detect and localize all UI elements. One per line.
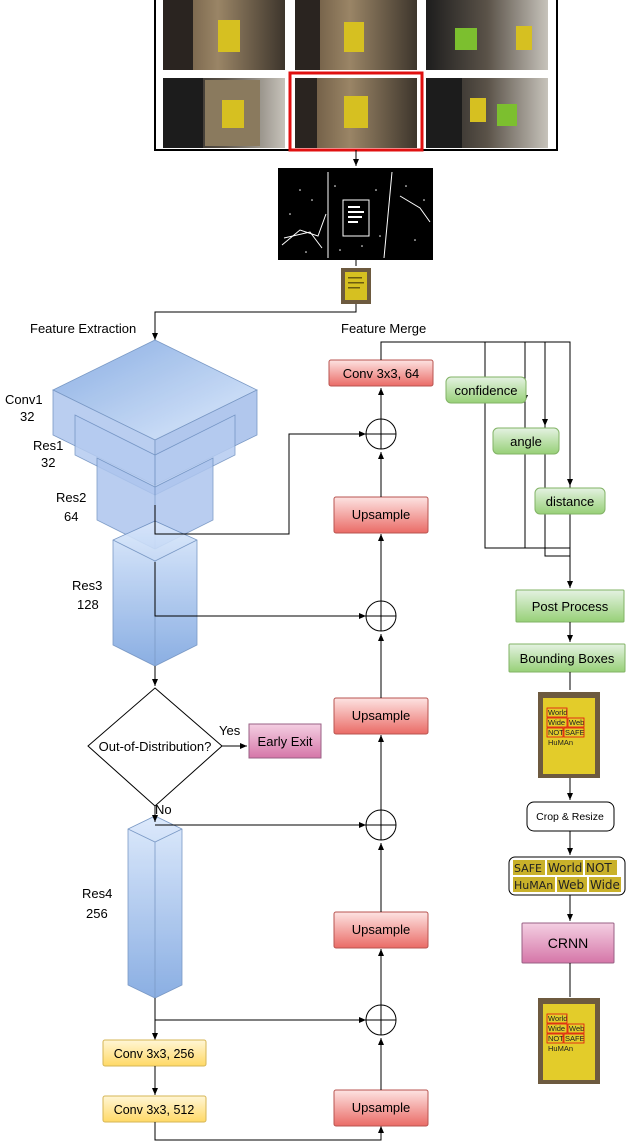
crop-resize-label: Crop & Resize bbox=[536, 811, 604, 823]
poster-word-wide: Wide bbox=[548, 718, 565, 727]
frame-2-3 bbox=[426, 78, 548, 148]
crnn-box bbox=[521, 922, 615, 964]
early-exit-box bbox=[248, 723, 322, 759]
arrow-conv512-to-upsample bbox=[154, 1122, 384, 1141]
yes-label: Yes bbox=[219, 723, 241, 738]
res4-label: Res4 bbox=[82, 886, 112, 901]
upsample-label-3: Upsample bbox=[352, 922, 411, 937]
res2-label: Res2 bbox=[56, 490, 86, 505]
cropped-poster-thumbnail bbox=[341, 268, 371, 304]
confidence-label: confidence bbox=[455, 383, 518, 398]
angle-label: angle bbox=[510, 434, 542, 449]
result-word-web: Web bbox=[569, 1024, 584, 1033]
no-label: No bbox=[155, 802, 172, 817]
result-word-safe: SAFE bbox=[565, 1034, 585, 1043]
conv1-label: Conv1 bbox=[5, 392, 43, 407]
bounding-boxes-label: Bounding Boxes bbox=[520, 651, 615, 666]
poster-word-not: NOT bbox=[548, 728, 564, 737]
upsample-label-4: Upsample bbox=[352, 1100, 411, 1115]
conv512-label: Conv 3x3, 512 bbox=[114, 1103, 195, 1117]
result-word-not: NOT bbox=[548, 1034, 564, 1043]
frame-1-3 bbox=[426, 0, 548, 70]
cropped-word-images: SAFE World NOT HuMAn Web Wide bbox=[508, 856, 626, 896]
result-word-human: HuMAn bbox=[548, 1044, 573, 1053]
crop-word-world: World bbox=[548, 861, 582, 875]
frame-1-1 bbox=[163, 0, 285, 70]
skip-res2 bbox=[154, 431, 366, 535]
angle-box bbox=[492, 427, 560, 455]
conv1-channels: 32 bbox=[20, 409, 34, 424]
feature-merge-title: Feature Merge bbox=[341, 321, 426, 336]
edge-map-image bbox=[278, 168, 433, 260]
poster-word-web: Web bbox=[569, 718, 584, 727]
recognized-poster-image: World Wide Web NOT SAFE HuMAn bbox=[538, 998, 600, 1084]
frame-1-2 bbox=[295, 0, 417, 70]
result-word-world: World bbox=[548, 1014, 567, 1023]
res3-label: Res3 bbox=[72, 578, 102, 593]
input-frames-panel bbox=[154, 0, 558, 152]
post-process-label: Post Process bbox=[532, 599, 609, 614]
res2-channels: 64 bbox=[64, 509, 78, 524]
merge-column: Upsample Upsample Upsample Upsample Conv… bbox=[328, 359, 434, 1127]
upsample-label-1: Upsample bbox=[352, 507, 411, 522]
crop-word-not: NOT bbox=[586, 861, 612, 875]
poster-word-safe: SAFE bbox=[565, 728, 585, 737]
feature-extraction-title: Feature Extraction bbox=[30, 321, 136, 336]
bounding-boxes-box bbox=[508, 643, 626, 673]
res2-block bbox=[96, 457, 214, 550]
early-exit-label: Early Exit bbox=[258, 734, 313, 749]
distance-label: distance bbox=[546, 494, 594, 509]
res1-channels: 32 bbox=[41, 455, 55, 470]
detected-poster-image: World Wide Web NOT SAFE HuMAn bbox=[538, 692, 600, 778]
poster-word-world: World bbox=[548, 708, 567, 717]
res4-block bbox=[127, 815, 183, 999]
head-branches bbox=[380, 341, 573, 588]
crop-word-web: Web bbox=[558, 878, 584, 892]
conv256-label: Conv 3x3, 256 bbox=[114, 1047, 195, 1061]
distance-box bbox=[534, 487, 606, 515]
res3-channels: 128 bbox=[77, 597, 99, 612]
poster-word-human: HuMAn bbox=[548, 738, 573, 747]
crop-word-wide: Wide bbox=[590, 878, 620, 892]
skip-res3 bbox=[154, 562, 366, 619]
ood-question: Out-of-Distribution? bbox=[99, 739, 212, 754]
upsample-label-2: Upsample bbox=[352, 708, 411, 723]
arrow-to-feature-extraction bbox=[152, 304, 357, 340]
frame-2-1 bbox=[163, 78, 285, 148]
crop-word-human: HuMAn bbox=[514, 879, 553, 892]
crnn-label: CRNN bbox=[548, 935, 588, 951]
res4-channels: 256 bbox=[86, 906, 108, 921]
frame-2-2-selected bbox=[288, 71, 424, 152]
result-word-wide: Wide bbox=[548, 1024, 565, 1033]
res1-label: Res1 bbox=[33, 438, 63, 453]
confidence-box bbox=[445, 376, 527, 404]
conv64-label: Conv 3x3, 64 bbox=[343, 366, 420, 381]
crop-word-safe: SAFE bbox=[514, 862, 542, 875]
